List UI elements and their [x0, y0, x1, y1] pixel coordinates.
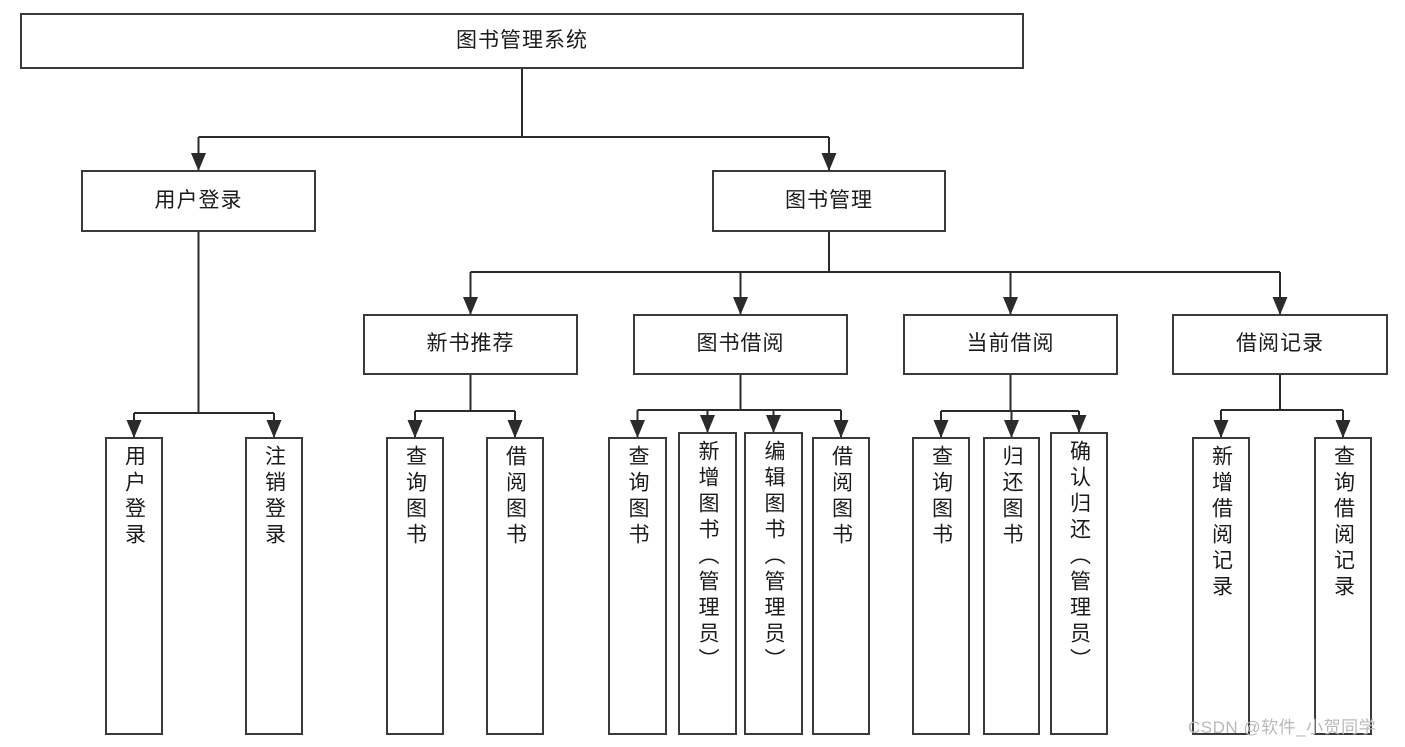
node-leaf-user-login[interactable]: 用户登录 [105, 437, 163, 735]
node-leaf-user-logout[interactable]: 注销登录 [245, 437, 303, 735]
node-current-borrow-label: 当前借阅 [966, 332, 1055, 356]
node-leaf-borrow-book-2[interactable]: 借阅图书 [812, 437, 870, 735]
node-borrow-record[interactable]: 借阅记录 [1172, 314, 1388, 375]
node-leaf-query-record[interactable]: 查询借阅记录 [1314, 437, 1372, 735]
node-leaf-borrow-book-1-label: 借阅图书 [503, 445, 527, 549]
node-leaf-confirm-return[interactable]: 确认归还（管理员） [1050, 432, 1108, 735]
node-book-borrow[interactable]: 图书借阅 [633, 314, 848, 375]
node-leaf-add-book-label: 新增图书（管理员） [696, 440, 719, 674]
node-leaf-query-book-1-label: 查询图书 [403, 445, 427, 549]
node-leaf-add-book[interactable]: 新增图书（管理员） [678, 432, 737, 735]
node-leaf-add-record[interactable]: 新增借阅记录 [1192, 437, 1250, 735]
node-current-borrow[interactable]: 当前借阅 [903, 314, 1118, 375]
node-new-book-rec-label: 新书推荐 [426, 332, 515, 356]
node-book-manage-label: 图书管理 [785, 188, 873, 212]
node-leaf-add-record-label: 新增借阅记录 [1209, 445, 1233, 601]
node-leaf-query-book-1[interactable]: 查询图书 [386, 437, 444, 735]
node-user-login-label: 用户登录 [154, 188, 243, 212]
node-leaf-edit-book-label: 编辑图书（管理员） [762, 440, 785, 674]
csdn-watermark: CSDN @软件_小贺同学 [1188, 718, 1377, 737]
node-leaf-user-login-label: 用户登录 [122, 445, 146, 549]
node-leaf-query-book-3-label: 查询图书 [929, 445, 953, 549]
node-leaf-return-book[interactable]: 归还图书 [983, 437, 1040, 735]
node-leaf-confirm-return-label: 确认归还（管理员） [1067, 440, 1091, 674]
node-leaf-edit-book[interactable]: 编辑图书（管理员） [744, 432, 803, 735]
node-book-manage[interactable]: 图书管理 [712, 170, 946, 232]
node-leaf-user-logout-label: 注销登录 [262, 445, 286, 549]
node-leaf-return-book-label: 归还图书 [1000, 445, 1023, 549]
node-user-login[interactable]: 用户登录 [81, 170, 316, 232]
node-leaf-query-book-2-label: 查询图书 [626, 445, 649, 549]
node-borrow-record-label: 借阅记录 [1236, 332, 1324, 356]
node-leaf-borrow-book-1[interactable]: 借阅图书 [486, 437, 544, 735]
node-root[interactable]: 图书管理系统 [20, 13, 1024, 69]
node-leaf-query-record-label: 查询借阅记录 [1331, 445, 1355, 601]
node-new-book-rec[interactable]: 新书推荐 [363, 314, 578, 375]
node-leaf-borrow-book-2-label: 借阅图书 [829, 445, 853, 549]
node-leaf-query-book-3[interactable]: 查询图书 [912, 437, 970, 735]
node-root-label: 图书管理系统 [456, 28, 588, 52]
node-leaf-query-book-2[interactable]: 查询图书 [608, 437, 667, 735]
node-book-borrow-label: 图书借阅 [696, 332, 785, 356]
